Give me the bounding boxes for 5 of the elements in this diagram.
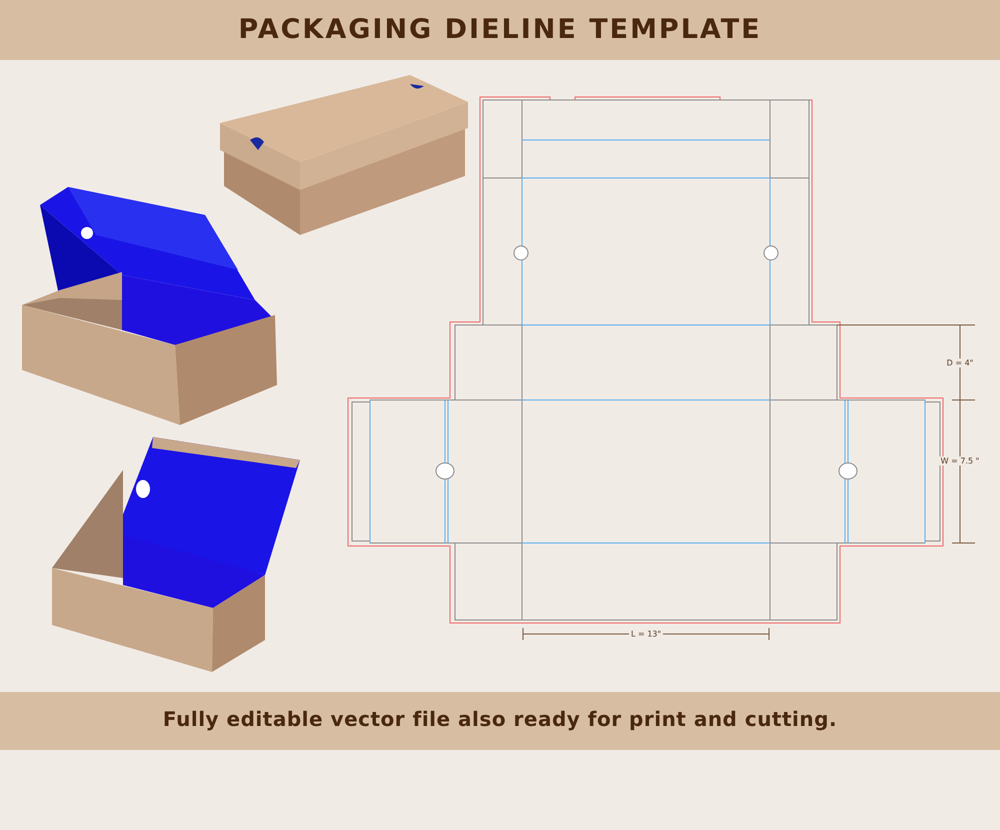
dimension-label: L = 13"	[628, 630, 664, 638]
dimension-label: W = 7.5 "	[938, 456, 982, 466]
dimension-label: D = 4"	[944, 358, 976, 368]
title: PACKAGING DIELINE TEMPLATE	[238, 14, 762, 45]
caption: Fully editable vector file also ready for print and cutting.	[162, 707, 838, 731]
